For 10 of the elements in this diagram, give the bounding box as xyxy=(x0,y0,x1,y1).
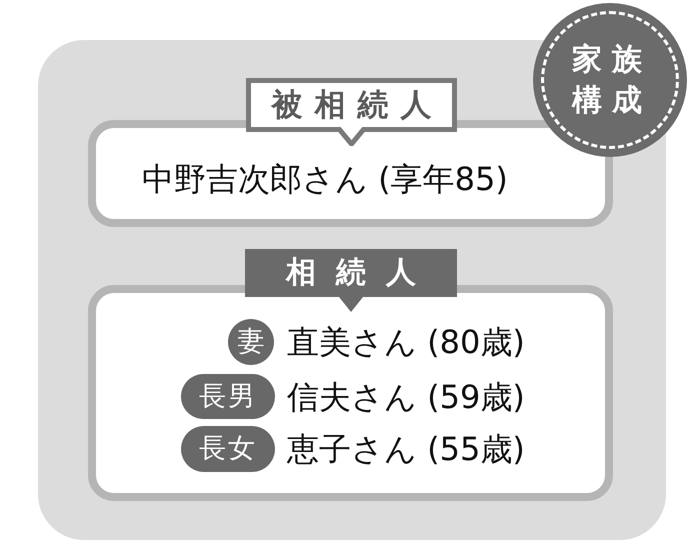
name-text: 直美さん (80歳) xyxy=(287,322,525,363)
name-text: 中野吉次郎さん (享年85) xyxy=(142,159,508,200)
round-stamp: 家族構成 xyxy=(533,3,687,157)
name-text: 信夫さん (59歳) xyxy=(287,376,525,418)
role-tag: 長女 xyxy=(181,426,275,472)
heading-tag: 被相続人 xyxy=(246,78,457,146)
role-tag: 妻 xyxy=(228,319,274,365)
role-tag: 長男 xyxy=(181,374,275,419)
name-text: 恵子さん (55歳) xyxy=(287,429,525,470)
heading-tag: 相続人 xyxy=(245,249,457,312)
